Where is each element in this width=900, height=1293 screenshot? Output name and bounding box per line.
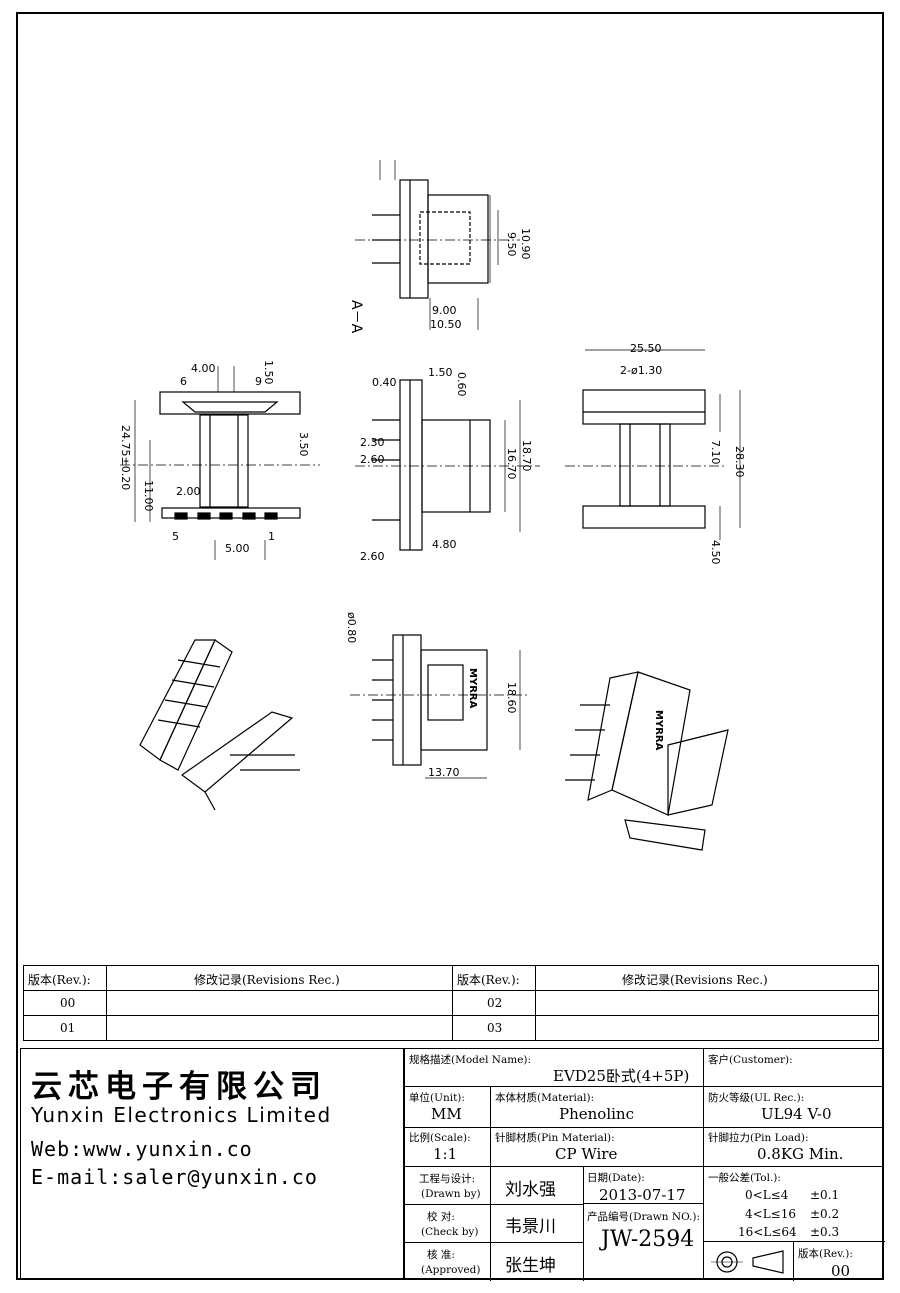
revision-table: 版本(Rev.): 修改记录(Revisions Rec.) 版本(Rev.):… — [23, 965, 879, 1041]
dim-d11: 5.00 — [225, 542, 250, 555]
dim-d15: 2.30 — [360, 436, 385, 449]
tol-range-2: 4<L≤16 — [745, 1207, 796, 1221]
dim-d26: ø0.80 — [345, 612, 358, 643]
dim-d18: 18.70 — [520, 440, 533, 472]
rec-header-right: 修改记录(Revisions Rec.) — [622, 973, 768, 987]
pin-label-9: 9 — [255, 375, 262, 388]
company-web: Web:www.yunxin.co — [31, 1137, 253, 1161]
rev-header-right: 版本(Rev.): — [457, 973, 520, 987]
tol-label: 一般公差(Tol.): — [708, 1172, 781, 1184]
dim-d23: 7.10 — [709, 440, 722, 465]
scale-value: 1:1 — [433, 1145, 458, 1163]
unit-value: MM — [431, 1105, 462, 1123]
dim-d14: 0.60 — [455, 372, 468, 397]
pin-label-5: 5 — [172, 530, 179, 543]
material-label: 本体材质(Material): — [495, 1092, 595, 1104]
rev-row-01: 01 — [60, 1021, 76, 1035]
dim-d2: 9.50 — [505, 232, 518, 257]
drawn-no-label: 产品编号(Drawn NO.): — [587, 1211, 701, 1223]
iso-view-right — [565, 671, 729, 851]
bottom-view — [350, 634, 530, 779]
section-view — [355, 160, 520, 330]
tol-value-1: ±0.1 — [810, 1188, 840, 1202]
dim-d1: 10.90 — [519, 228, 532, 260]
iso-view-left — [139, 639, 300, 811]
section-label: A－A — [348, 300, 364, 334]
unit-label: 单位(Unit): — [409, 1092, 465, 1104]
drawn-label-en: (Drawn by) — [421, 1188, 481, 1200]
customer-label: 客户(Customer): — [708, 1054, 793, 1066]
check-label-en: (Check by) — [421, 1226, 479, 1238]
rev-row-02: 02 — [487, 996, 503, 1010]
date-value: 2013-07-17 — [599, 1186, 686, 1204]
rec-header-left: 修改记录(Revisions Rec.) — [194, 973, 340, 987]
rev-row-00: 00 — [60, 996, 76, 1010]
brand-mark-iso: MYRRA — [653, 710, 664, 751]
dim-d16: 2.60 — [360, 453, 385, 466]
dim-d4: 10.50 — [430, 318, 462, 331]
model-label: 规格描述(Model Name): — [409, 1054, 532, 1066]
dim-d8: 24.75±0.20 — [119, 425, 132, 490]
material-value: Phenolinc — [559, 1105, 634, 1123]
drawn-value: 刘水强 — [505, 1180, 556, 1200]
ul-value: UL94 V-0 — [761, 1105, 832, 1123]
brand-mark: MYRRA — [467, 668, 478, 709]
pin-load-value: 0.8KG Min. — [757, 1145, 844, 1163]
right-view — [565, 349, 741, 540]
dim-d21: 25.50 — [630, 342, 662, 355]
dim-d22: 2-ø1.30 — [620, 364, 662, 377]
pin-label-1: 1 — [268, 530, 275, 543]
check-label-cn: 校 对: — [427, 1211, 455, 1223]
dim-d20: 4.80 — [432, 538, 457, 551]
pin-material-value: CP Wire — [555, 1145, 618, 1163]
rev-header-left: 版本(Rev.): — [28, 973, 91, 987]
technical-drawing: A－A 10.90 9.50 9.00 10.50 4.00 1.50 3.50… — [119, 160, 746, 851]
pin-load-label: 针脚拉力(Pin Load): — [708, 1132, 809, 1144]
drawn-label-cn: 工程与设计: — [419, 1173, 476, 1185]
tol-value-3: ±0.3 — [810, 1225, 840, 1239]
dim-d12: 0.40 — [372, 376, 397, 389]
dim-d27: 18.60 — [505, 682, 518, 714]
dim-d28: 13.70 — [428, 766, 460, 779]
dim-d17: 16.70 — [505, 448, 518, 480]
dim-d6: 1.50 — [262, 360, 275, 385]
ul-label: 防火等级(UL Rec.): — [708, 1092, 805, 1104]
pin-label-6: 6 — [180, 375, 187, 388]
dim-d13: 1.50 — [428, 366, 453, 379]
front-view — [120, 366, 320, 560]
projection-symbol-icon — [711, 1250, 784, 1274]
tol-range-1: 0<L≤4 — [745, 1188, 789, 1202]
title-block: 规格描述(Model Name): EVD25卧式(4+5P) 客户(Custo… — [404, 1048, 885, 1281]
dim-d3: 9.00 — [432, 304, 457, 317]
model-value: EVD25卧式(4+5P) — [553, 1067, 690, 1085]
dim-d25: 4.50 — [709, 540, 722, 565]
dim-d9: 11.00 — [142, 480, 155, 512]
tol-value-2: ±0.2 — [810, 1207, 840, 1221]
pin-material-label: 针脚材质(Pin Material): — [495, 1132, 615, 1144]
rev-label: 版本(Rev.): — [798, 1248, 853, 1260]
date-label: 日期(Date): — [587, 1172, 645, 1184]
tol-range-3: 16<L≤64 — [738, 1225, 797, 1239]
company-block: 云芯电子有限公司 Yunxin Electronics Limited Web:… — [20, 1048, 404, 1280]
dim-d10: 2.00 — [176, 485, 201, 498]
dim-d19: 2.60 — [360, 550, 385, 563]
rev-value: 00 — [831, 1262, 851, 1280]
dim-d7: 3.50 — [297, 432, 310, 457]
approved-label-cn: 核 准: — [427, 1249, 455, 1261]
rev-row-03: 03 — [487, 1021, 503, 1035]
company-email: E-mail:saler@yunxin.co — [31, 1165, 318, 1189]
company-name-en: Yunxin Electronics Limited — [31, 1103, 332, 1127]
dim-d5: 4.00 — [191, 362, 216, 375]
company-name-cn: 云芯电子有限公司 — [31, 1069, 327, 1105]
approved-label-en: (Approved) — [421, 1264, 481, 1276]
scale-label: 比例(Scale): — [409, 1132, 471, 1144]
approved-value: 张生坤 — [505, 1256, 556, 1276]
dim-d24: 28.30 — [733, 446, 746, 478]
side-view — [355, 379, 540, 551]
drawn-no-value: JW-2594 — [601, 1227, 695, 1252]
check-value: 韦景川 — [505, 1217, 556, 1237]
